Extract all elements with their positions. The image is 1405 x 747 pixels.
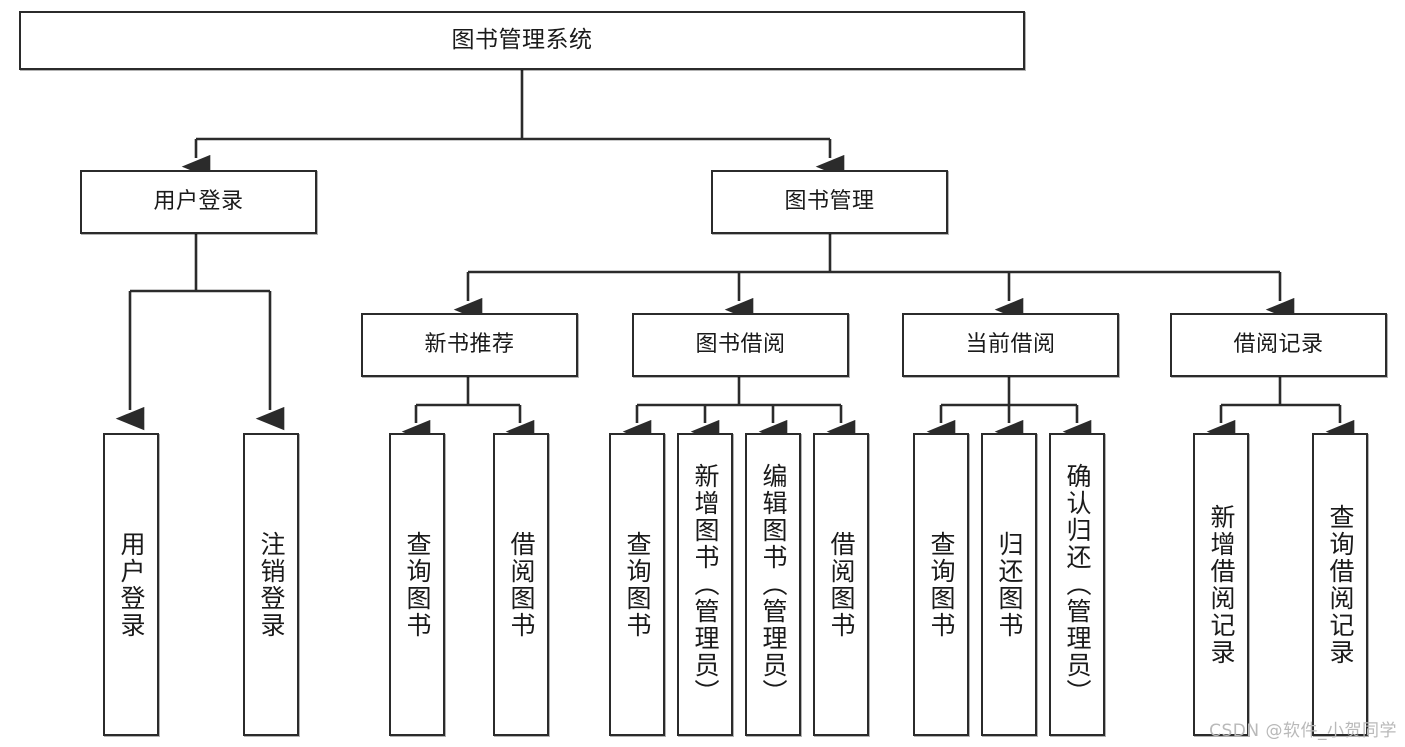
node-leaf-query-book-3[interactable]: 查询图书 xyxy=(913,433,969,736)
node-leaf-edit-book-label: 编辑图书（管理员） xyxy=(759,463,788,706)
node-leaf-edit-book[interactable]: 编辑图书（管理员） xyxy=(745,433,801,736)
node-leaf-query-book-1[interactable]: 查询图书 xyxy=(389,433,445,736)
node-leaf-borrow-book-1[interactable]: 借阅图书 xyxy=(493,433,549,736)
node-leaf-add-book[interactable]: 新增图书（管理员） xyxy=(677,433,733,736)
node-leaf-borrow-book-2-label: 借阅图书 xyxy=(827,530,856,639)
node-leaf-query-record-label: 查询借阅记录 xyxy=(1326,503,1355,666)
node-leaf-borrow-book-2[interactable]: 借阅图书 xyxy=(813,433,869,736)
node-current-borrow-label: 当前借阅 xyxy=(965,331,1056,357)
node-leaf-user-login-label: 用户登录 xyxy=(117,530,146,639)
node-book-management-label: 图书管理 xyxy=(784,188,875,214)
node-book-management[interactable]: 图书管理 xyxy=(711,170,948,234)
node-leaf-confirm-return[interactable]: 确认归还（管理员） xyxy=(1049,433,1105,736)
node-leaf-return-book-label: 归还图书 xyxy=(995,530,1024,639)
node-current-borrow[interactable]: 当前借阅 xyxy=(902,313,1119,377)
node-user-login-label: 用户登录 xyxy=(153,188,244,214)
node-book-borrow[interactable]: 图书借阅 xyxy=(632,313,849,377)
node-leaf-return-book[interactable]: 归还图书 xyxy=(981,433,1037,736)
node-leaf-query-book-3-label: 查询图书 xyxy=(927,530,956,639)
node-leaf-user-login[interactable]: 用户登录 xyxy=(103,433,159,736)
node-new-book-recommend-label: 新书推荐 xyxy=(424,331,515,357)
csdn-watermark: CSDN @软件_小贺同学 xyxy=(1209,721,1397,741)
node-book-borrow-label: 图书借阅 xyxy=(695,331,786,357)
node-leaf-query-book-2-label: 查询图书 xyxy=(623,530,652,639)
node-root-system[interactable]: 图书管理系统 xyxy=(19,11,1025,70)
node-borrow-record[interactable]: 借阅记录 xyxy=(1170,313,1387,377)
node-leaf-query-book-2[interactable]: 查询图书 xyxy=(609,433,665,736)
node-leaf-borrow-book-1-label: 借阅图书 xyxy=(507,530,536,639)
node-leaf-confirm-return-label: 确认归还（管理员） xyxy=(1063,463,1092,706)
node-user-login[interactable]: 用户登录 xyxy=(80,170,317,234)
node-leaf-add-book-label: 新增图书（管理员） xyxy=(691,463,720,706)
node-borrow-record-label: 借阅记录 xyxy=(1233,331,1324,357)
node-leaf-logout-login-label: 注销登录 xyxy=(257,530,286,639)
node-leaf-add-record-label: 新增借阅记录 xyxy=(1207,503,1236,666)
node-leaf-query-record[interactable]: 查询借阅记录 xyxy=(1312,433,1368,736)
node-leaf-query-book-1-label: 查询图书 xyxy=(403,530,432,639)
node-root-system-label: 图书管理系统 xyxy=(451,26,593,53)
node-new-book-recommend[interactable]: 新书推荐 xyxy=(361,313,578,377)
node-leaf-add-record[interactable]: 新增借阅记录 xyxy=(1193,433,1249,736)
node-leaf-logout-login[interactable]: 注销登录 xyxy=(243,433,299,736)
